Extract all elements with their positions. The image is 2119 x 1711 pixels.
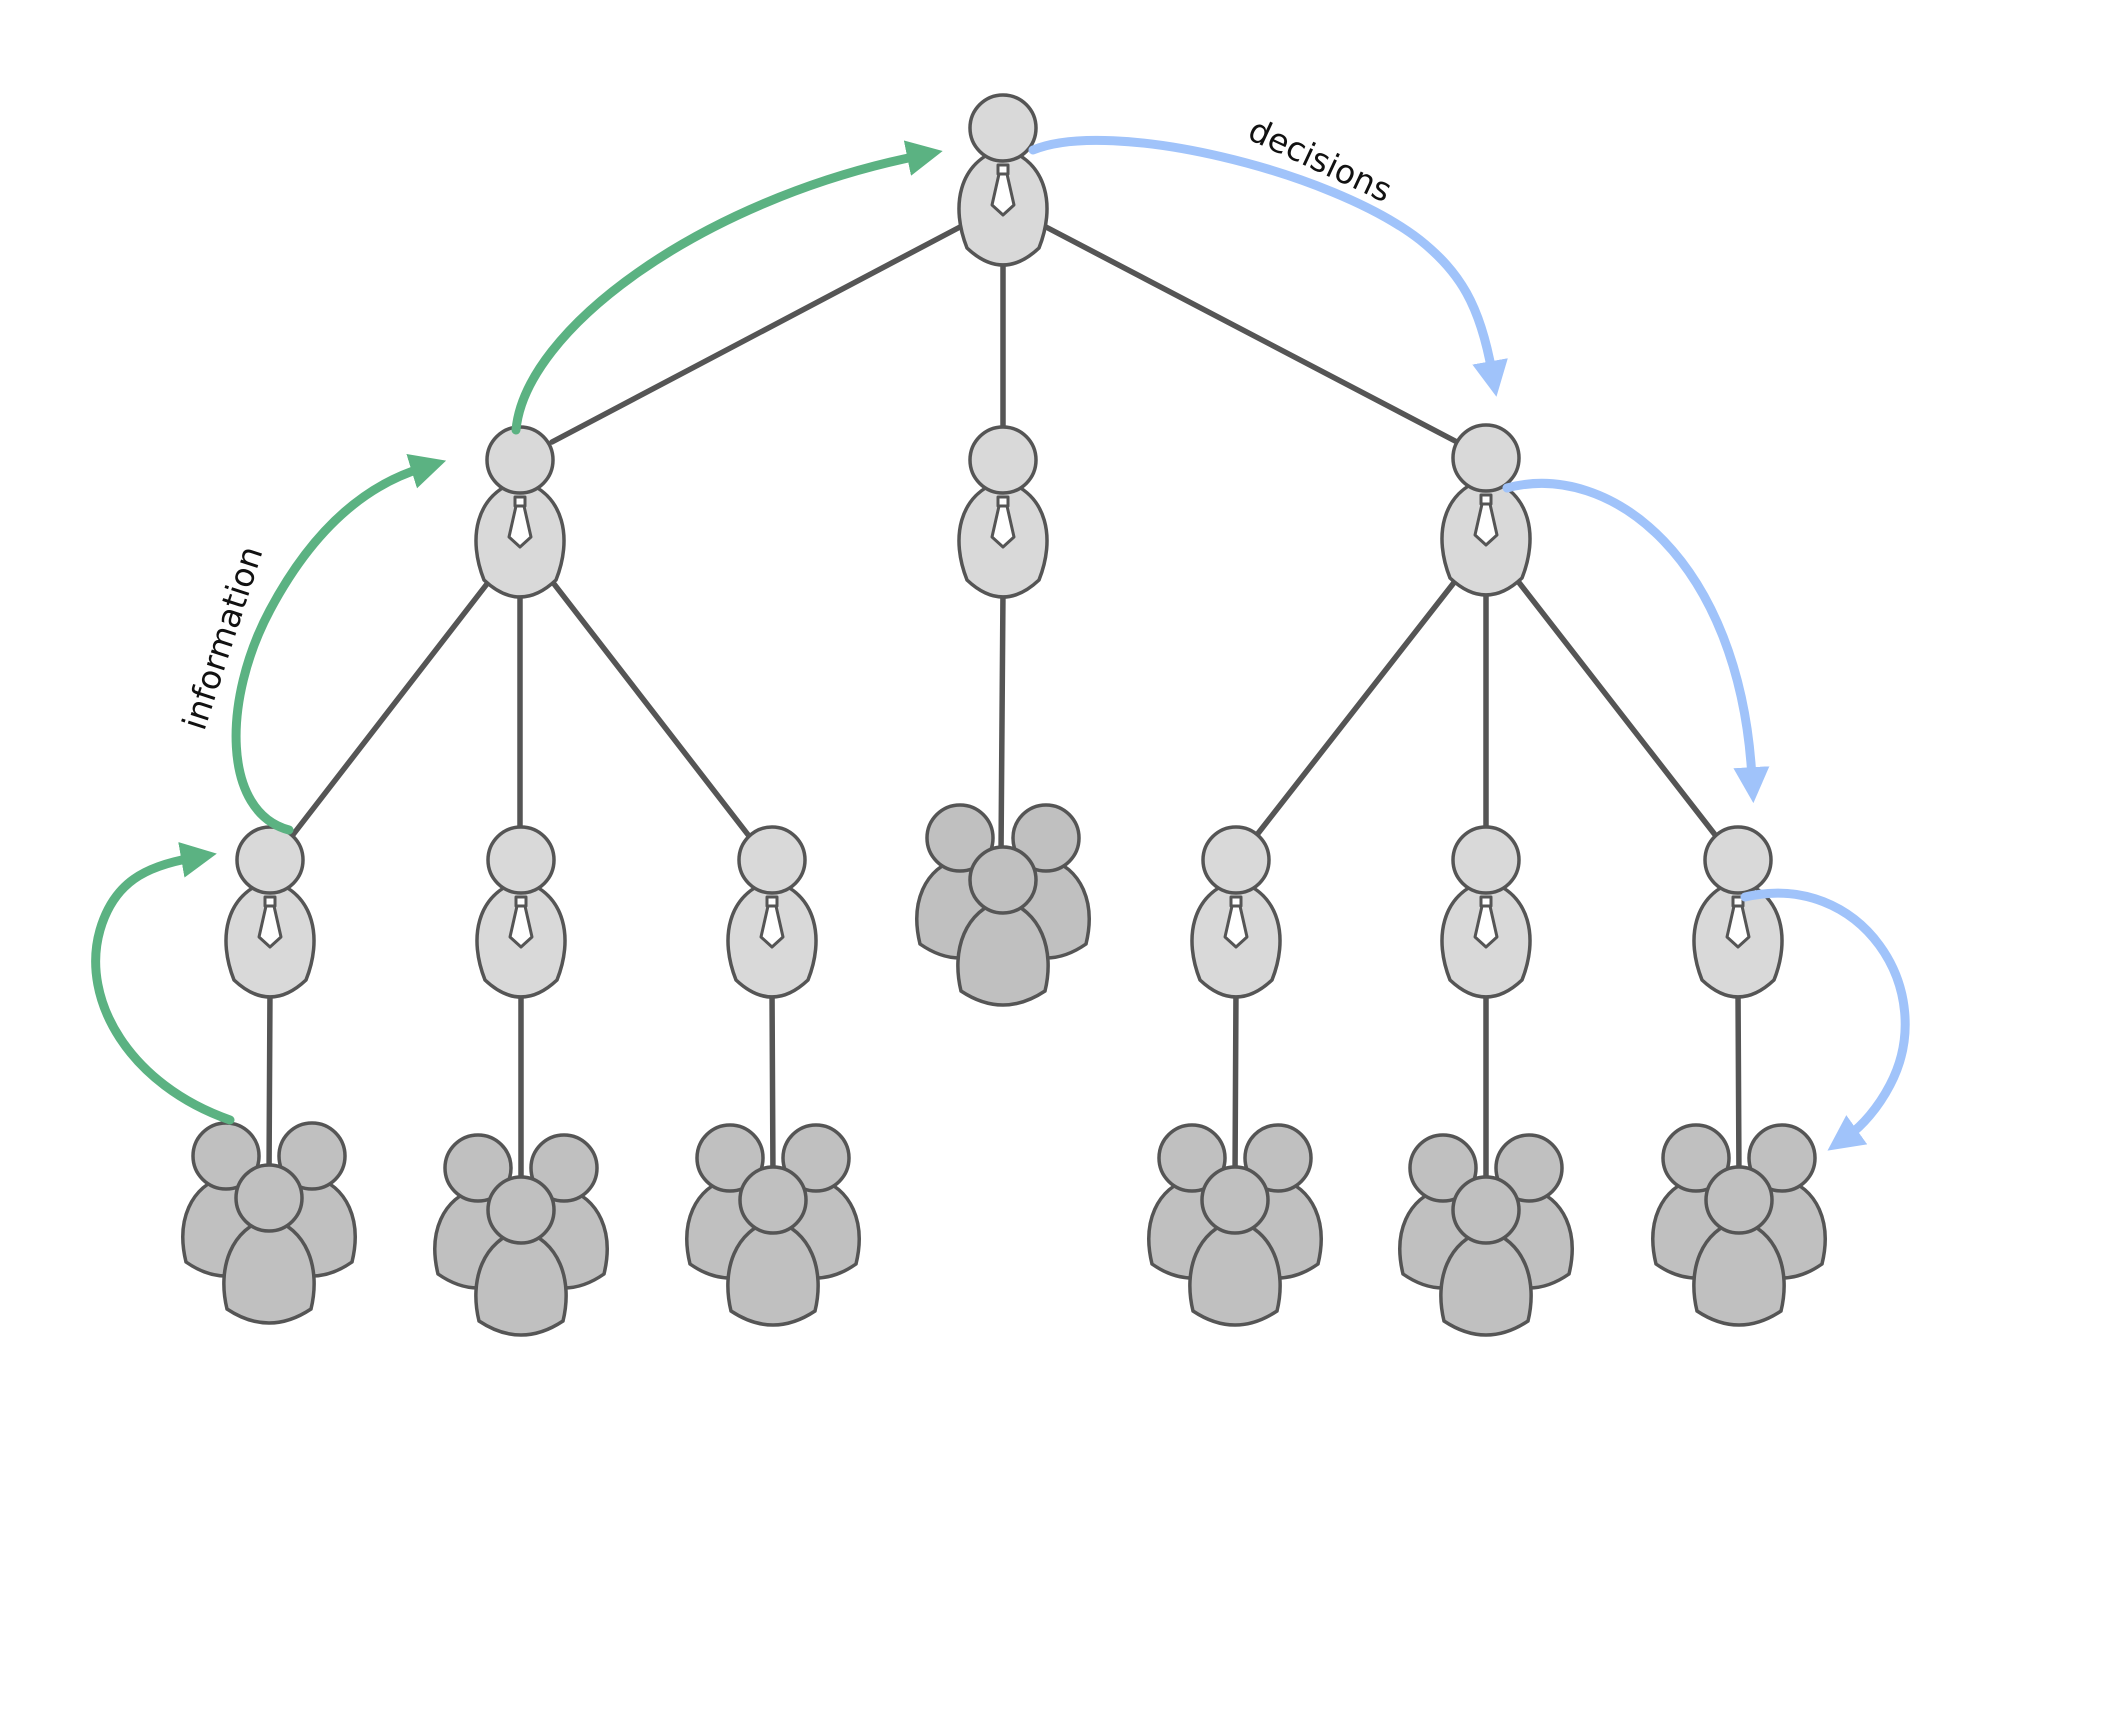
team-3 xyxy=(685,1123,861,1327)
decisions-label: decisions xyxy=(1243,110,1398,210)
manager-sub-6 xyxy=(1692,825,1784,999)
team-1 xyxy=(181,1121,357,1325)
manager-icon xyxy=(1440,825,1532,999)
manager-icon xyxy=(474,425,566,599)
manager-sub-2 xyxy=(475,825,567,999)
teams xyxy=(181,803,1827,1337)
manager-icon xyxy=(726,825,818,999)
edge-root-right xyxy=(1043,224,1460,445)
information-arrow-1 xyxy=(91,842,235,1125)
team-group-icon xyxy=(915,803,1091,1007)
manager-center xyxy=(957,425,1049,599)
edge-right-sub1 xyxy=(1253,577,1459,839)
manager-icon xyxy=(224,825,316,999)
team-group-icon xyxy=(433,1133,609,1337)
team-4 xyxy=(1147,1123,1323,1327)
managers xyxy=(224,93,1784,999)
edge-left-sub1 xyxy=(289,577,493,839)
decisions-arrow-3 xyxy=(1740,888,1910,1151)
manager-sub-3 xyxy=(726,825,818,999)
manager-sub-1 xyxy=(224,825,316,999)
hierarchy-lines xyxy=(266,224,1742,1193)
edge-center-team xyxy=(998,587,1006,858)
edge-sub4-team xyxy=(1232,985,1239,1183)
team-group-icon xyxy=(1398,1133,1574,1337)
manager-sub-4 xyxy=(1190,825,1282,999)
manager-icon xyxy=(475,825,567,999)
manager-icon xyxy=(957,425,1049,599)
team-2 xyxy=(433,1133,609,1337)
team-group-icon xyxy=(1147,1123,1323,1327)
team-group-icon xyxy=(1651,1123,1827,1327)
team-group-icon xyxy=(181,1121,357,1325)
edge-left-sub3 xyxy=(548,577,752,839)
edge-right-sub3 xyxy=(1514,577,1719,839)
decisions-arrow-1 xyxy=(1028,135,1508,397)
manager-icon xyxy=(1440,423,1532,597)
information-arrow-2 xyxy=(231,453,447,835)
manager-right xyxy=(1440,423,1532,597)
information-arrow-3 xyxy=(511,140,943,435)
manager-icon xyxy=(1190,825,1282,999)
edge-root-left xyxy=(549,224,963,445)
edge-sub3-team xyxy=(769,985,776,1183)
team-5 xyxy=(1398,1133,1574,1337)
team-center xyxy=(915,803,1091,1007)
team-group-icon xyxy=(685,1123,861,1327)
team-6 xyxy=(1651,1123,1827,1327)
manager-root xyxy=(957,93,1049,267)
edge-sub1-team xyxy=(266,985,273,1183)
manager-icon xyxy=(957,93,1049,267)
manager-icon xyxy=(1692,825,1784,999)
manager-left xyxy=(474,425,566,599)
decisions-arrow-2 xyxy=(1502,479,1770,804)
manager-sub-5 xyxy=(1440,825,1532,999)
edge-sub6-team xyxy=(1735,985,1742,1183)
